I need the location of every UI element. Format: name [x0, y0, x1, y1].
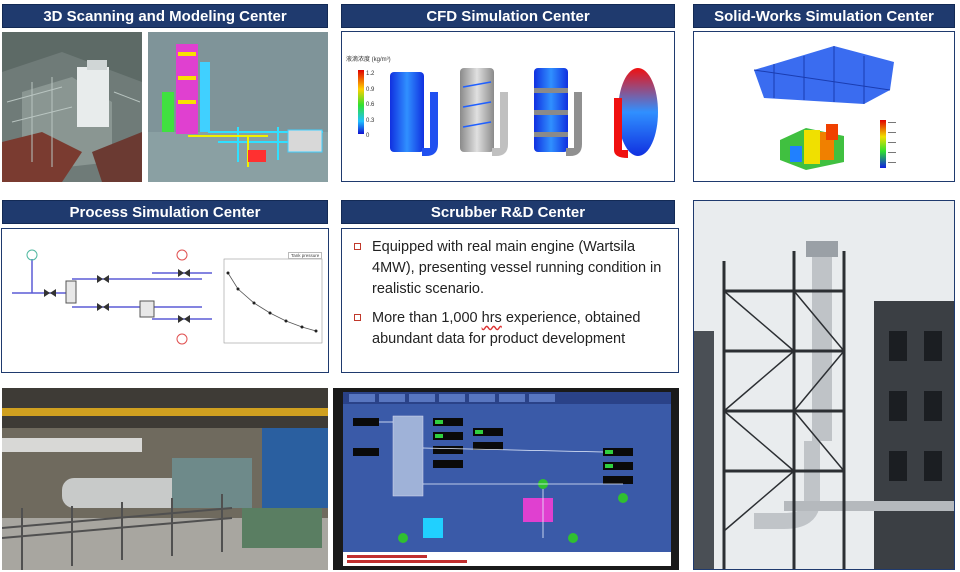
- scrubber-description-panel: Equipped with real main engine (Wartsila…: [341, 228, 679, 373]
- scrubber-center-header: Scrubber R&D Center: [341, 200, 675, 224]
- cfd-simulation-panel: 液滴浓度 (kg/m³) 1.2 0.9 0.6 0.3 0: [341, 31, 675, 182]
- cfd-center-header: CFD Simulation Center: [341, 4, 675, 28]
- square-bullet-icon: [354, 314, 361, 321]
- cfd-tick: 0.9: [366, 86, 375, 93]
- cfd-tick: 0.6: [366, 102, 375, 108]
- process-simulation-panel: Tank pressure: [1, 228, 329, 373]
- scrubber-bullet-text-post: experience, obtained abundant data for p…: [372, 310, 641, 347]
- scrubber-tower-photo: [693, 200, 955, 570]
- cfd-legend-label: 液滴浓度 (kg/m³): [346, 57, 391, 63]
- scrubber-bullet-text: Equipped with real main engine (Wartsila…: [372, 239, 662, 297]
- scrubber-bullet-item: More than 1,000 hrs experience, obtained…: [352, 308, 668, 350]
- cfd-tick: 1.2: [366, 71, 375, 77]
- engine-room-photo: [2, 388, 328, 570]
- scrubber-bullet-text-hrs: hrs: [481, 310, 502, 326]
- cfd-tick: 0.3: [366, 117, 375, 124]
- process-chart-legend: Tank pressure: [288, 252, 323, 259]
- scrubber-bullet-text-pre: More than 1,000: [372, 310, 482, 326]
- scrubber-bullet-item: Equipped with real main engine (Wartsila…: [352, 237, 668, 300]
- solidworks-center-header: Solid-Works Simulation Center: [693, 4, 955, 28]
- cfd-tick: 0: [366, 133, 370, 139]
- scan-center-header: 3D Scanning and Modeling Center: [2, 4, 328, 28]
- scrubber-bullet-list: Equipped with real main engine (Wartsila…: [342, 229, 678, 350]
- process-center-header: Process Simulation Center: [2, 200, 328, 224]
- square-bullet-icon: [354, 243, 361, 250]
- solidworks-simulation-panel: [693, 31, 955, 182]
- scan-3d-model-image: [148, 32, 328, 182]
- cfd-legend-ticks: 1.2 0.9 0.6 0.3 0: [366, 67, 374, 145]
- hmi-control-screen-photo: [333, 388, 679, 570]
- scan-point-cloud-image: [2, 32, 142, 182]
